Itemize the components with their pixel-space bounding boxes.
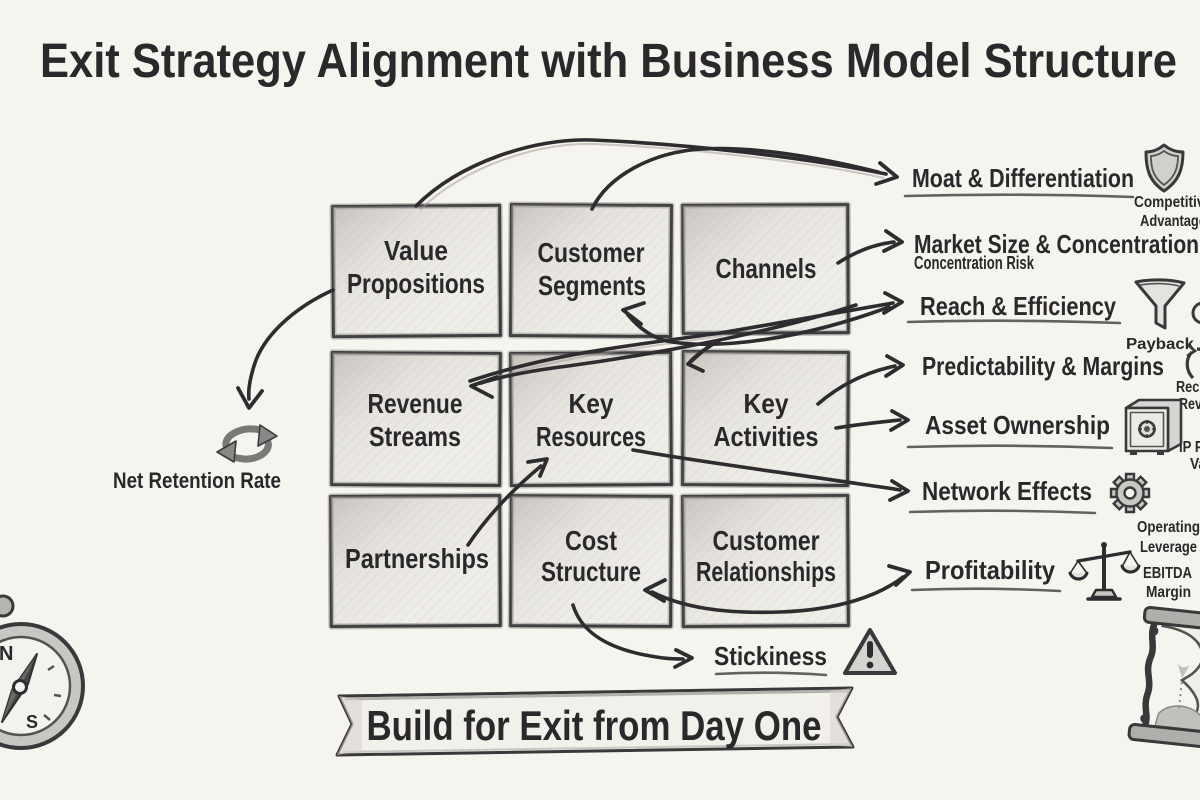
svg-text:S: S — [26, 712, 38, 732]
svg-text:Revenue: Revenue — [1179, 396, 1200, 413]
svg-text:Propositions: Propositions — [347, 268, 485, 299]
svg-text:Value: Value — [1190, 456, 1200, 473]
svg-text:Asset Ownership: Asset Ownership — [925, 410, 1110, 440]
svg-text:Margin: Margin — [1146, 584, 1191, 601]
svg-text:Payback: Payback — [1126, 336, 1194, 353]
svg-text:Structure: Structure — [541, 556, 641, 587]
svg-text:Relationships: Relationships — [696, 556, 836, 587]
svg-text:IP Portfolio: IP Portfolio — [1179, 439, 1200, 456]
svg-text:Cost: Cost — [565, 525, 617, 556]
svg-text:Advantage: Advantage — [1140, 213, 1200, 230]
svg-text:Streams: Streams — [369, 421, 461, 452]
svg-text:N: N — [0, 643, 13, 665]
svg-text:Segments: Segments — [538, 270, 646, 301]
svg-text:EBITDA: EBITDA — [1143, 565, 1192, 582]
svg-text:Resources: Resources — [536, 421, 646, 452]
svg-text:Build for Exit from Day One: Build for Exit from Day One — [367, 702, 822, 749]
svg-text:Partnerships: Partnerships — [345, 543, 489, 574]
svg-text:Value: Value — [384, 235, 448, 266]
svg-text:Stickiness: Stickiness — [714, 641, 827, 671]
svg-text:Customer: Customer — [538, 237, 645, 268]
svg-text:Net Retention Rate: Net Retention Rate — [113, 468, 281, 493]
svg-text:Market Size & Concentration: Market Size & Concentration — [914, 229, 1199, 259]
svg-text:Activities: Activities — [714, 421, 819, 452]
svg-text:Reach & Efficiency: Reach & Efficiency — [920, 291, 1116, 321]
svg-text:Exit Strategy Alignment with B: Exit Strategy Alignment with Business Mo… — [40, 35, 1177, 88]
svg-text:Leverage: Leverage — [1140, 539, 1197, 556]
svg-text:Customer: Customer — [713, 525, 820, 556]
svg-text:Channels: Channels — [716, 253, 817, 284]
svg-text:Network Effects: Network Effects — [922, 476, 1092, 506]
svg-text:Key: Key — [569, 388, 614, 419]
svg-text:Profitability: Profitability — [925, 555, 1055, 585]
svg-text:Key: Key — [744, 388, 789, 419]
svg-text:Competitive: Competitive — [1134, 194, 1200, 211]
svg-text:Concentration Risk: Concentration Risk — [914, 253, 1035, 273]
svg-text:Operating: Operating — [1137, 519, 1200, 536]
svg-text:Revenue: Revenue — [368, 388, 463, 419]
svg-text:Moat & Differentiation: Moat & Differentiation — [912, 163, 1134, 193]
svg-text:Recurring: Recurring — [1176, 379, 1200, 396]
svg-text:Predictability & Margins: Predictability & Margins — [922, 351, 1164, 381]
